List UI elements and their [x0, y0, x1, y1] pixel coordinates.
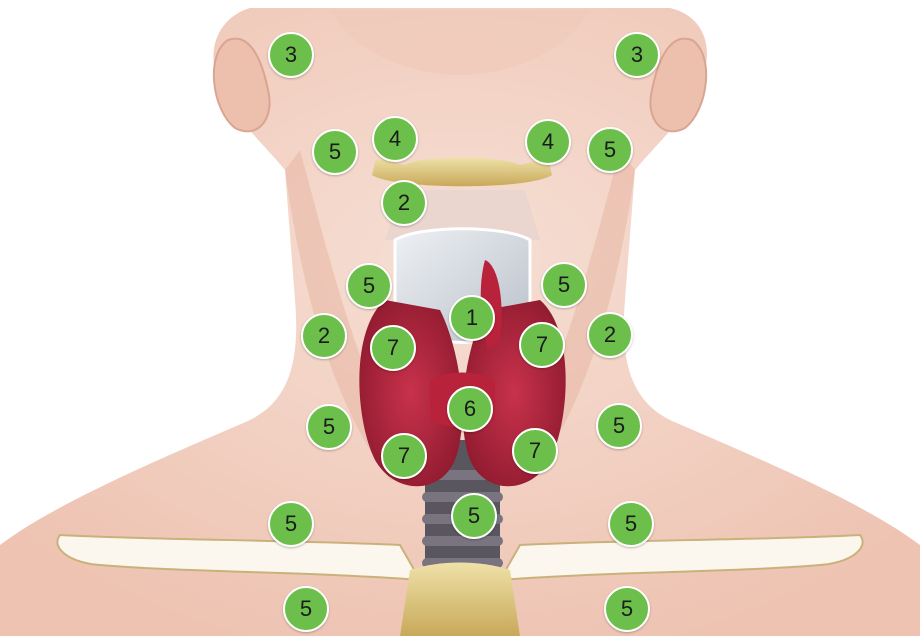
level-marker-label: 7: [398, 445, 410, 467]
level-marker-5: 5: [608, 501, 654, 547]
level-marker-label: 5: [285, 513, 297, 535]
level-marker-label: 5: [329, 141, 341, 163]
level-marker-5: 5: [604, 586, 650, 632]
sternum: [400, 563, 520, 636]
level-marker-7: 7: [512, 428, 558, 474]
level-marker-label: 5: [558, 274, 570, 296]
level-marker-label: 2: [398, 192, 410, 214]
level-marker-7: 7: [370, 325, 416, 371]
level-marker-5: 5: [346, 263, 392, 309]
level-marker-6: 6: [447, 386, 493, 432]
level-marker-label: 2: [318, 325, 330, 347]
level-marker-label: 5: [300, 598, 312, 620]
level-marker-label: 5: [621, 598, 633, 620]
level-marker-5: 5: [596, 403, 642, 449]
level-marker-5: 5: [312, 129, 358, 175]
level-marker-3: 3: [268, 32, 314, 78]
level-marker-label: 4: [389, 128, 401, 150]
level-marker-2: 2: [301, 313, 347, 359]
level-marker-label: 5: [604, 139, 616, 161]
level-marker-label: 5: [468, 505, 480, 527]
level-marker-label: 7: [387, 337, 399, 359]
level-marker-label: 5: [363, 275, 375, 297]
level-marker-5: 5: [268, 501, 314, 547]
level-marker-7: 7: [519, 322, 565, 368]
level-marker-label: 3: [285, 44, 297, 66]
level-marker-5: 5: [587, 127, 633, 173]
level-marker-3: 3: [614, 32, 660, 78]
level-marker-label: 2: [604, 324, 616, 346]
level-marker-5: 5: [541, 262, 587, 308]
level-marker-5: 5: [306, 404, 352, 450]
level-marker-5: 5: [283, 586, 329, 632]
level-marker-label: 7: [536, 334, 548, 356]
level-marker-5: 5: [451, 493, 497, 539]
level-marker-2: 2: [381, 180, 427, 226]
level-marker-label: 7: [529, 440, 541, 462]
level-marker-label: 3: [631, 44, 643, 66]
level-marker-label: 5: [323, 416, 335, 438]
level-marker-label: 1: [466, 307, 478, 329]
level-marker-label: 5: [625, 513, 637, 535]
level-marker-4: 4: [525, 119, 571, 165]
level-marker-label: 6: [464, 398, 476, 420]
level-marker-4: 4: [372, 116, 418, 162]
level-marker-2: 2: [587, 312, 633, 358]
level-marker-7: 7: [381, 433, 427, 479]
level-marker-label: 5: [613, 415, 625, 437]
level-marker-1: 1: [449, 295, 495, 341]
level-marker-label: 4: [542, 131, 554, 153]
